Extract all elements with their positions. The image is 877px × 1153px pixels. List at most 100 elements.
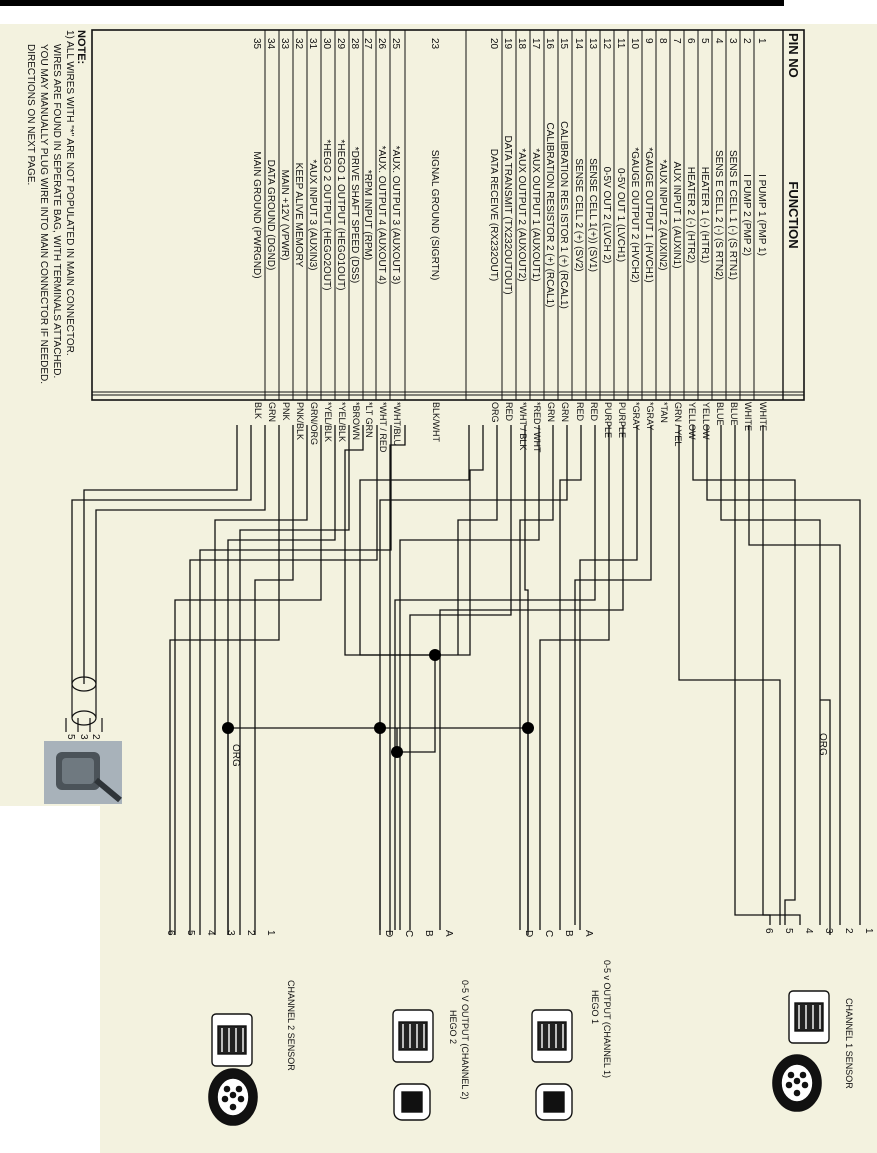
junction-dot: [222, 722, 234, 734]
pin-number: 14: [573, 38, 584, 50]
hego1-pin-label: D: [523, 930, 534, 937]
pin-function: *AUX OUTPUT 2 (AUXOUT2): [516, 148, 527, 281]
pin-number: 27: [362, 38, 373, 50]
connector-icons: [208, 990, 830, 1126]
wire: [214, 425, 308, 935]
pin-number: 15: [558, 38, 569, 50]
pin-number: 4: [713, 38, 724, 44]
wire-color: BLK/WHT: [431, 402, 441, 443]
pin-function: SENS E CELL 1 (-) (S RTN1): [727, 150, 738, 280]
pin-number: 35: [251, 38, 262, 50]
wire-label-org: ORG: [817, 733, 828, 756]
wire-color: *YEL/BLK: [337, 402, 347, 442]
channel1-pin-label: 3: [823, 928, 834, 934]
note-line-3: YOU MAY MANUALLY PLUG WIRE INTO MAIN CON…: [38, 44, 49, 384]
pin-function: 0-5V OUT 2 (LVCH 2): [601, 167, 612, 264]
wire-color: PURPLE: [603, 402, 613, 438]
channel1-sensor-title: CHANNEL 1 SENSOR: [844, 998, 854, 1089]
note-line-4: DIRECTIONS ON NEXT PAGE.: [25, 44, 36, 185]
pin-function: HEATER 2 (-) (HTR2): [685, 167, 696, 263]
junction-dot: [429, 649, 441, 661]
sheet-cutout: [0, 806, 100, 1153]
wire: [435, 425, 484, 656]
wire: [239, 425, 350, 935]
wire-color: *WHT/BLU: [392, 402, 402, 446]
wire-color: *TAN: [659, 402, 669, 423]
pin-number: 8: [657, 38, 668, 44]
top-rule: [0, 0, 784, 6]
junction-dot: [391, 746, 403, 758]
pin-function: *GAUGE OUTPUT 1 (HVCH1): [643, 147, 654, 282]
pin-function: SENS E CELL 2 (-) (S RTN2): [713, 150, 724, 280]
wire-color: YELLOW: [687, 402, 697, 440]
wire: [574, 425, 652, 925]
wire-paths: [71, 425, 861, 935]
pin-function: CALIBRATION RESISTOR 2 (+) (RCAL1): [544, 123, 555, 308]
junction-dot: [522, 722, 534, 734]
pin-table: [91, 29, 805, 401]
pin-number: 33: [279, 38, 290, 50]
pin-function: *AUX. OUTPUT 4 (AUXOUT 4): [376, 146, 387, 285]
pin-function: HEATER 1 (-) (HTR1): [699, 167, 710, 263]
channel1-pin-label: 5: [783, 928, 794, 934]
pin-number: 20: [488, 38, 499, 50]
wire-color: GRN: [267, 402, 277, 422]
pin-number: 3: [727, 38, 738, 44]
wire: [539, 425, 610, 930]
pin-function: *GAUGE OUTPUT 2 (HVCH2): [629, 147, 640, 282]
wire: [389, 425, 406, 935]
pin-number: 11: [615, 38, 626, 49]
wire: [678, 425, 781, 925]
wire: [439, 425, 624, 930]
wire-color: GRN: [560, 402, 570, 422]
db9-pin-5: 5: [65, 734, 76, 740]
hego2-output-title: 0-5 V OUTPUT (CHANNEL 2): [460, 980, 470, 1100]
wire-color: BLUE: [729, 402, 739, 426]
pin-number: 2: [741, 38, 752, 44]
pin-function: SENSE CELL 2 (+) (SV2): [573, 158, 584, 271]
pin-number: 19: [502, 38, 513, 50]
wire: [174, 425, 322, 935]
pin-number: 9: [643, 38, 654, 44]
wire-color: GRN/ORG: [309, 402, 319, 445]
wire-color: PURPLE: [617, 402, 627, 438]
wire-color: *LT GRN: [364, 402, 374, 438]
wire: [519, 425, 554, 930]
channel2-pin-label: 4: [205, 930, 216, 936]
pin-number: 18: [516, 38, 527, 50]
wire: [189, 425, 378, 935]
wire-color: *GRAY: [645, 402, 655, 430]
pin-number: 23: [429, 38, 440, 50]
pin-function: MAIN GROUND (PWRGND): [251, 151, 262, 278]
wire-label-org: ORG: [230, 744, 241, 767]
channel2-pin-label: 1: [265, 930, 276, 936]
hego2-plug-icon: [392, 1009, 434, 1063]
note-line-1: 1) ALL WIRES WITH "*" ARE NOT POPULATED …: [64, 30, 75, 356]
hego1-output-title: 0-5 v OUTPUT (CHANNEL 1): [602, 960, 612, 1078]
channel2-plug-icon: [211, 1013, 253, 1067]
pin-number: 6: [685, 38, 696, 44]
wire: [409, 425, 512, 930]
pin-function: *DRIVE SHAFT SPEED (DSS): [349, 147, 360, 284]
hego2-socket-icon: [393, 1083, 431, 1121]
wire: [394, 425, 596, 930]
wire: [199, 425, 392, 935]
channel1-socket-icon: [772, 1054, 822, 1112]
wire: [692, 425, 796, 925]
channel2-pin-label: 3: [225, 930, 236, 936]
wire-color: *GRAY: [631, 402, 641, 430]
pin-number: 17: [530, 38, 541, 50]
pin-number: 32: [293, 38, 304, 50]
wire-color: RED: [504, 402, 514, 422]
hego1-pin-label: C: [543, 930, 554, 937]
pin-number: 1: [756, 38, 767, 44]
pin-number: 31: [307, 38, 318, 50]
pin-number: 28: [349, 38, 360, 50]
pin-function: DATA TRANSMIT (TX232OUTOUT): [502, 135, 513, 294]
pin-number: 12: [601, 38, 612, 50]
pin-number: 34: [265, 38, 276, 50]
wire-color: *YEL/BLK: [323, 402, 333, 442]
wire: [254, 425, 294, 935]
wire: [169, 425, 280, 935]
